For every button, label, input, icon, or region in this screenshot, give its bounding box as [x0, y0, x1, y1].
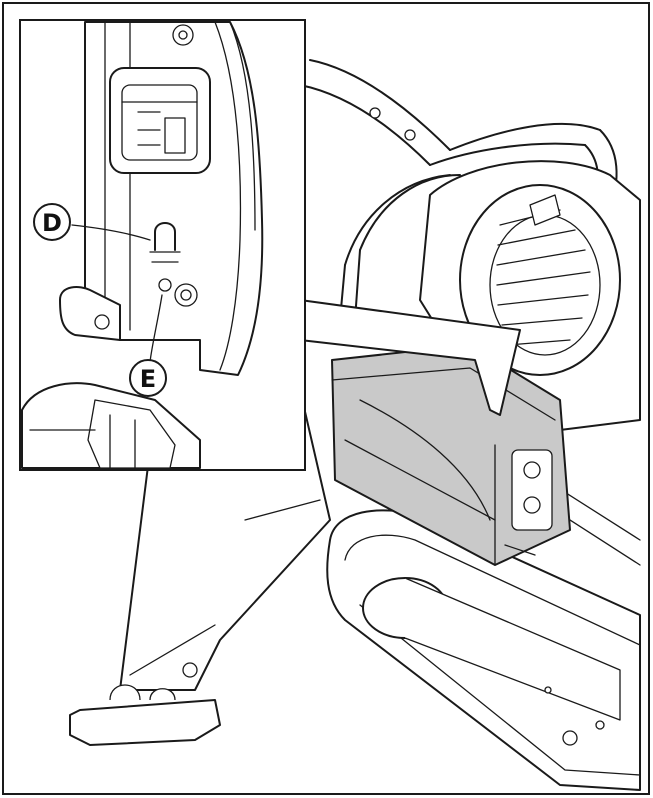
detail-inset [19, 19, 306, 471]
callout-d: D [33, 203, 151, 241]
callout-d-label: D [42, 209, 62, 237]
battery-pack [331, 344, 571, 566]
callout-e: E [129, 294, 167, 397]
callout-e-label: E [140, 365, 156, 393]
